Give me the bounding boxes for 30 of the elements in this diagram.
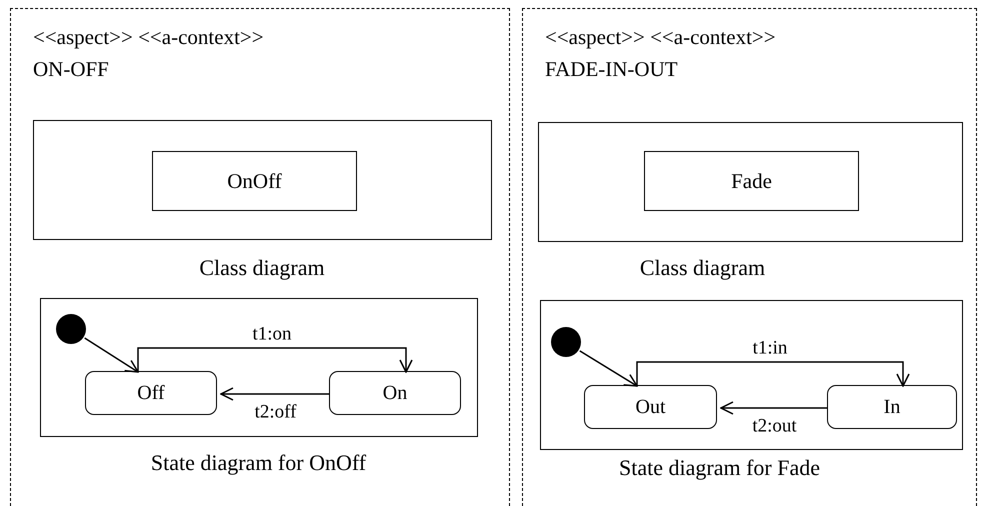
state-box	[85, 371, 217, 415]
initial-state-dot	[56, 314, 86, 344]
package-name: ON-OFF	[33, 56, 109, 83]
state-box	[329, 371, 461, 415]
transition-arrow	[84, 337, 139, 373]
transition-arrow	[720, 401, 828, 415]
diagram-caption: Class diagram	[638, 254, 766, 280]
node-label: Out	[636, 396, 666, 418]
initial-state-dot	[551, 327, 581, 357]
node-label: OnOff	[227, 168, 282, 194]
class-box	[644, 151, 859, 211]
node-label: In	[884, 396, 900, 418]
node-label: Fade	[731, 168, 772, 194]
stereotype-label: <<aspect>> <<a-context>>	[33, 24, 264, 51]
diagram-caption: State diagram for Fade	[618, 454, 821, 480]
transition-arrow	[636, 361, 910, 387]
transition-arrow	[220, 387, 330, 401]
stereotype-label: <<aspect>> <<a-context>>	[545, 24, 776, 51]
diagram-frame	[538, 122, 962, 242]
transition-arrow	[579, 350, 638, 387]
node-label: On	[382, 382, 408, 404]
state-box	[584, 385, 717, 429]
diagram-caption: Class diagram	[198, 254, 326, 280]
transition-arrow	[137, 347, 413, 373]
package-name: FADE-IN-OUT	[545, 56, 678, 83]
diagram-caption: State diagram for OnOff	[150, 450, 368, 476]
state-box	[827, 385, 957, 429]
diagram-frame	[32, 120, 492, 240]
node-label: Off	[137, 382, 165, 404]
class-box	[152, 151, 357, 211]
